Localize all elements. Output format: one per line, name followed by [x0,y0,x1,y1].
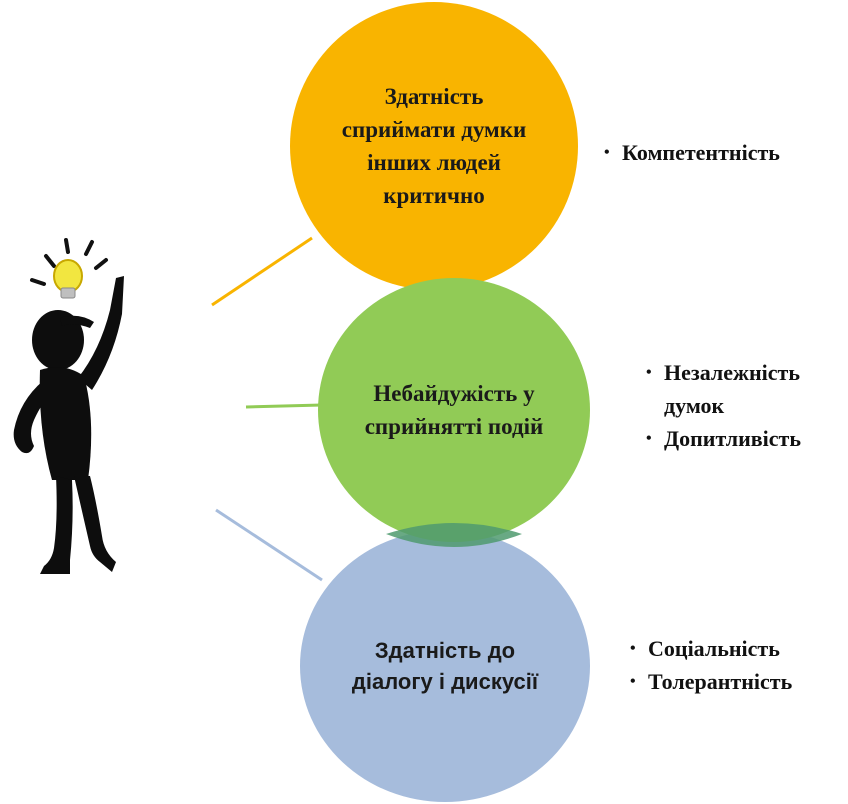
circle-critical-perception: Здатність сприймати думки інших людей кр… [290,2,578,290]
bullet-item: Незалежність думок [646,356,848,422]
connector-line-2 [245,403,323,409]
bullet-list-3: Соціальність Толерантність [630,632,792,698]
bullet-item: Толерантність [630,665,792,698]
bullet-list-2: Незалежність думок Допитливість [646,356,848,455]
circle-non-indifference: Небайдужість у сприйнятті подій [318,278,590,542]
bullet-item: Соціальність [630,632,792,665]
bullet-item: Допитливість [646,422,848,455]
thinking-person-icon [13,238,124,574]
circle-critical-perception-label: Здатність сприймати думки інших людей кр… [341,84,527,208]
circle-dialogue: Здатність до діалогу і дискусії [300,530,590,802]
circle-dialogue-label: Здатність до діалогу і дискусії [351,638,539,694]
bullet-item: Компетентність [604,136,780,169]
circle-non-indifference-label: Небайдужість у сприйнятті подій [364,381,544,439]
connector-line-3 [215,508,323,582]
lightbulb-icon [53,259,83,299]
bullet-list-1: Компетентність [604,136,780,169]
connector-line-1 [211,236,313,307]
idea-rays [30,238,108,286]
